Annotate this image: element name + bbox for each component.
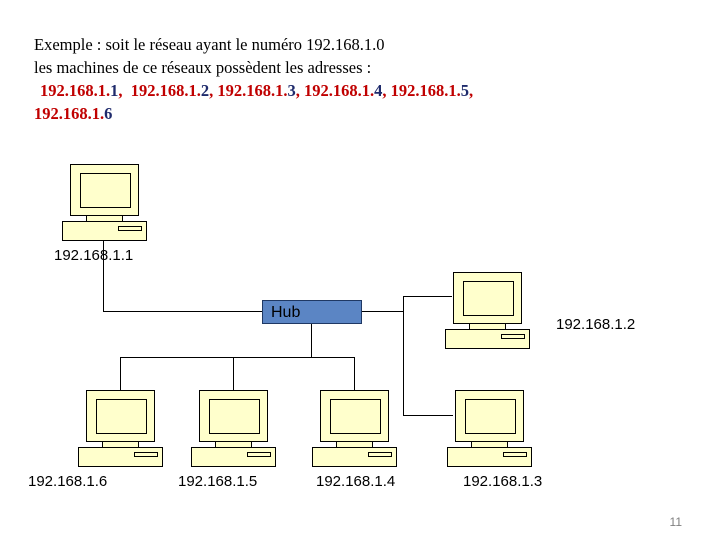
hub-node[interactable]: Hub [262,300,362,324]
address-3-last: 3 [287,81,296,100]
address-3-prefix: 192.168.1. [217,81,288,100]
monitor-stand-icon [86,216,123,222]
link-pc1-to-hub [103,311,263,312]
monitor-icon [453,272,522,324]
drive-slot-icon [118,226,142,231]
label-pc3: 192.168.1.3 [463,473,543,490]
label-pc2: 192.168.1.2 [556,316,636,333]
screen-icon [330,399,381,434]
tower-base-icon [445,329,530,349]
label-pc4: 192.168.1.4 [316,473,396,490]
tower-base-icon [78,447,163,467]
link-to-pc2 [403,296,452,297]
monitor-stand-icon [471,442,508,448]
monitor-stand-icon [336,442,373,448]
address-6-last: 6 [104,104,113,123]
monitor-icon [86,390,155,442]
address-6-prefix: 192.168.1. [34,104,105,123]
drive-slot-icon [368,452,392,457]
address-1-prefix: 192.168.1. [40,81,111,100]
address-1-last: 1 [110,81,119,100]
address-separator-3: , [295,81,300,100]
drive-slot-icon [501,334,525,339]
computer-pc3[interactable] [447,390,532,467]
address-4-prefix: 192.168.1. [304,81,375,100]
link-hub-right [362,311,404,312]
monitor-icon [199,390,268,442]
link-bus-to-pc5 [233,357,234,391]
screen-icon [465,399,516,434]
tower-base-icon [312,447,397,467]
header-line-1: Exemple : soit le réseau ayant le numéro… [34,35,385,54]
address-4-last: 4 [374,81,383,100]
computer-pc2[interactable] [445,272,530,349]
label-pc5: 192.168.1.5 [178,473,258,490]
header-address-line-2: 192.168.1.6 [34,102,684,125]
monitor-stand-icon [215,442,252,448]
screen-icon [463,281,514,316]
address-2-prefix: 192.168.1. [130,81,201,100]
link-bus-to-pc4 [354,357,355,391]
screen-icon [96,399,147,434]
screen-icon [80,173,131,208]
monitor-icon [70,164,139,216]
link-to-pc3 [403,415,453,416]
header-address-line-1: 192.168.1.1, 192.168.1.2, 192.168.1.3, 1… [34,79,684,102]
link-pc1-vertical [103,240,104,312]
tower-base-icon [191,447,276,467]
drive-slot-icon [247,452,271,457]
link-bus-to-pc6 [120,357,121,391]
address-separator-1: , [118,81,123,100]
label-pc1: 192.168.1.1 [54,247,134,264]
link-right-riser [403,296,404,416]
address-2-last: 2 [200,81,210,100]
screen-icon [209,399,260,434]
drive-slot-icon [134,452,158,457]
address-5-last: 5 [460,81,469,100]
tower-base-icon [62,221,147,241]
address-separator-5: , [469,81,474,100]
page-number: 11 [669,515,682,529]
link-hub-down [311,324,312,358]
monitor-icon [455,390,524,442]
tower-base-icon [447,447,532,467]
header-line-2: les machines de ce réseaux possèdent les… [34,58,372,77]
monitor-stand-icon [469,324,506,330]
computer-pc4[interactable] [312,390,397,467]
bottom-bus [120,357,355,358]
computer-pc1[interactable] [62,164,147,241]
label-pc6: 192.168.1.6 [28,473,108,490]
drive-slot-icon [503,452,527,457]
header-text-block: Exemple : soit le réseau ayant le numéro… [34,33,684,125]
computer-pc6[interactable] [78,390,163,467]
monitor-icon [320,390,389,442]
computer-pc5[interactable] [191,390,276,467]
address-separator-4: , [382,81,387,100]
monitor-stand-icon [102,442,139,448]
address-5-prefix: 192.168.1. [390,81,461,100]
address-separator-2: , [209,81,214,100]
